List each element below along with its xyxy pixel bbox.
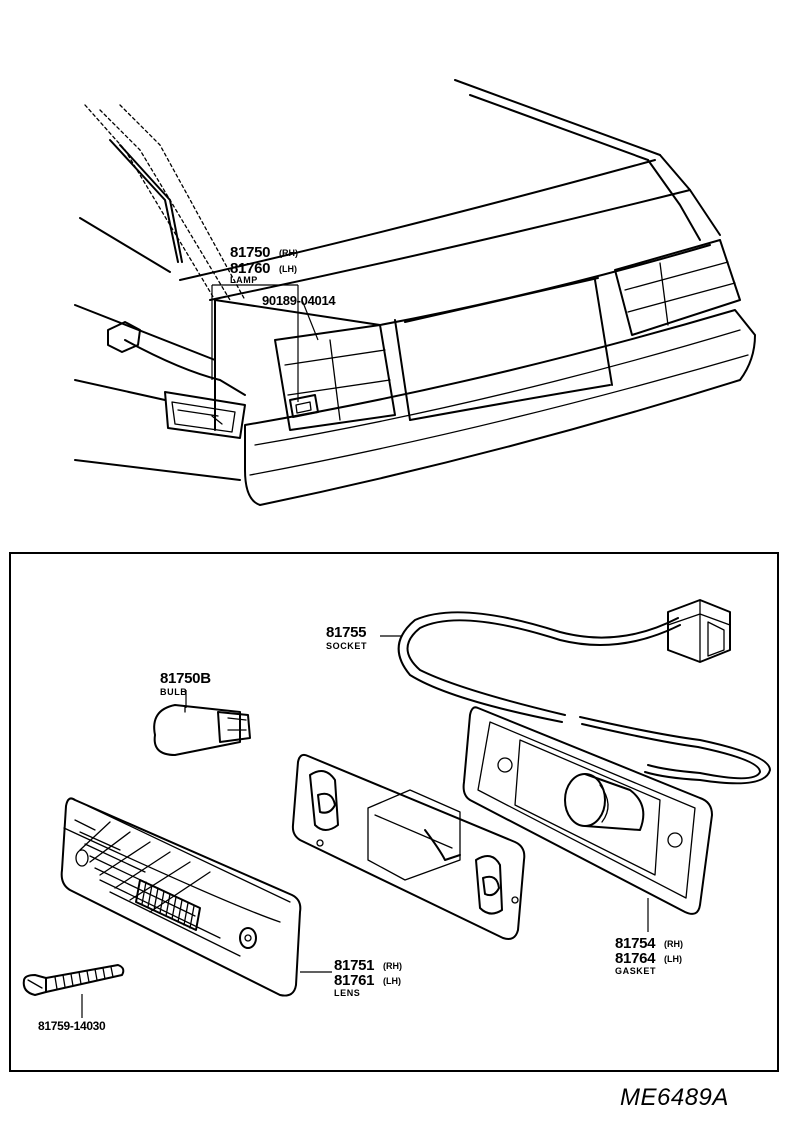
- gasket-rh-suffix: (RH): [664, 939, 683, 949]
- diagram-code: ME6489A: [620, 1084, 729, 1111]
- vehicle-rear-illustration: [74, 79, 756, 506]
- lens-rh-number: 81751: [334, 957, 374, 974]
- label-lamp: 81750 (RH) 81760 (LH) LAMP: [230, 244, 298, 285]
- gasket-rh-number: 81754: [615, 935, 656, 952]
- label-lens: 81751 (RH) 81761 (LH) LENS: [334, 957, 402, 998]
- lamp-rh-suffix: (RH): [279, 248, 298, 258]
- lens-lh-number: 81761: [334, 972, 374, 989]
- exploded-view-frame: [9, 552, 779, 1072]
- screw-top-number: 90189-04014: [262, 293, 336, 308]
- lower-leader-lines: [81, 635, 649, 1018]
- lamp-name: LAMP: [230, 275, 258, 285]
- lens-lh-suffix: (LH): [383, 976, 401, 986]
- label-gasket: 81754 (RH) 81764 (LH) GASKET: [615, 935, 683, 976]
- upper-leader-lines: [211, 284, 319, 402]
- bulb-name: BULB: [160, 687, 187, 697]
- socket-number: 81755: [326, 624, 366, 641]
- lamp-rh-number: 81750: [230, 244, 270, 261]
- exploded-view-illustration: [22, 599, 771, 997]
- gasket-name: GASKET: [615, 966, 656, 976]
- lens-name: LENS: [334, 988, 360, 998]
- gasket-lh-suffix: (LH): [664, 954, 682, 964]
- lamp-lh-number: 81760: [230, 260, 270, 277]
- gasket-lh-number: 81764: [615, 950, 656, 967]
- screw-bottom-number: 81759-14030: [38, 1019, 106, 1033]
- lens-rh-suffix: (RH): [383, 961, 402, 971]
- bulb-number: 81750B: [160, 670, 211, 687]
- lamp-lh-suffix: (LH): [279, 264, 297, 274]
- label-bulb: 81750B BULB: [160, 670, 212, 697]
- lens-reflector: [135, 879, 201, 931]
- socket-name: SOCKET: [326, 641, 367, 651]
- label-socket: 81755 SOCKET: [326, 624, 367, 651]
- lens-texture: [74, 819, 241, 957]
